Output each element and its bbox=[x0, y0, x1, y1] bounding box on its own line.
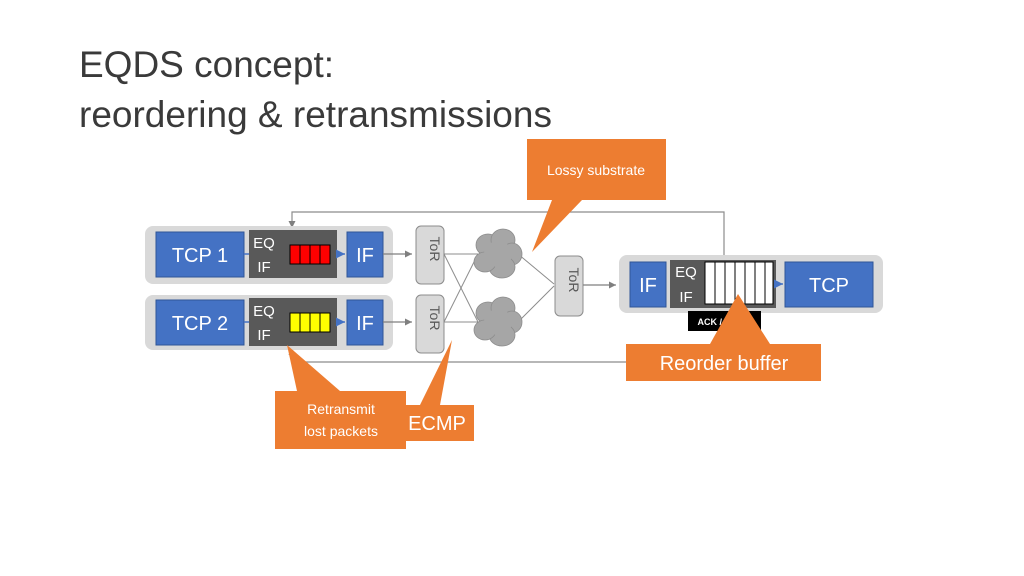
buffer-slot bbox=[764, 261, 774, 305]
queue-2-slot bbox=[289, 312, 301, 333]
reorder-buffer-slots bbox=[704, 261, 774, 305]
nic-1-box bbox=[346, 231, 384, 278]
nic-1-label: IF bbox=[356, 245, 374, 267]
receiver: IF EQ IF TCP bbox=[619, 255, 883, 313]
tor-top-label: ToR bbox=[427, 237, 443, 262]
retransmit-line-2: lost packets bbox=[304, 423, 378, 439]
eq-if-2-eq: EQ bbox=[253, 303, 275, 320]
buffer-slot bbox=[704, 261, 716, 305]
title-line-2: reordering & retransmissions bbox=[79, 94, 552, 135]
receiver-nic-box bbox=[629, 261, 667, 308]
tcp1-label: TCP 1 bbox=[172, 245, 228, 267]
ecmp-paths bbox=[443, 253, 555, 323]
tor-top: ToR bbox=[415, 225, 445, 285]
queue-1-slot bbox=[289, 244, 301, 265]
tor-receiver: ToR bbox=[554, 255, 584, 317]
cloud-bottom bbox=[473, 296, 523, 347]
receiver-if-label: IF bbox=[679, 289, 692, 306]
receiver-nic-label: IF bbox=[639, 275, 657, 297]
reorder-buffer-label: Reorder buffer bbox=[660, 353, 789, 375]
receiver-eq-label: EQ bbox=[675, 264, 697, 281]
nic-2-label: IF bbox=[356, 313, 374, 335]
queue-1-slot bbox=[319, 244, 331, 265]
queue-2-slot bbox=[309, 312, 321, 333]
buffer-slot bbox=[754, 261, 766, 305]
slide-title: EQDS concept: reordering & retransmissio… bbox=[79, 40, 552, 140]
queue-2-slot bbox=[299, 312, 311, 333]
receiver-tcp-label: TCP bbox=[809, 275, 849, 297]
queue-1-slot bbox=[299, 244, 311, 265]
tor-bottom-label: ToR bbox=[427, 306, 443, 331]
lossy-substrate-label: Lossy substrate bbox=[547, 162, 645, 178]
receiver-tcp-box bbox=[784, 261, 874, 308]
title-line-1: EQDS concept: bbox=[79, 44, 335, 85]
callout-retransmit: Retransmit lost packets bbox=[275, 345, 406, 449]
queue-1 bbox=[289, 244, 331, 265]
retransmit-line-1: Retransmit bbox=[307, 401, 375, 417]
sender-2: TCP 2 EQ IF IF bbox=[145, 295, 393, 350]
tor-bottom: ToR bbox=[415, 294, 445, 354]
eq-if-1-eq: EQ bbox=[253, 235, 275, 252]
eq-if-2-if: IF bbox=[257, 327, 270, 344]
callout-ecmp: ECMP bbox=[398, 340, 474, 441]
buffer-slot bbox=[724, 261, 736, 305]
tcp2-label: TCP 2 bbox=[172, 313, 228, 335]
queue-2-slot bbox=[319, 312, 331, 333]
tcp1-box bbox=[155, 231, 245, 278]
eq-if-1-if: IF bbox=[257, 259, 270, 276]
tor-receiver-label: ToR bbox=[566, 268, 582, 293]
buffer-slot bbox=[714, 261, 726, 305]
callout-reorder-buffer: Reorder buffer bbox=[626, 294, 821, 381]
cloud-top bbox=[473, 228, 523, 279]
sender-1: TCP 1 EQ IF IF bbox=[145, 226, 393, 284]
queue-1-slot bbox=[309, 244, 321, 265]
tcp2-box bbox=[155, 299, 245, 346]
queue-2 bbox=[289, 312, 331, 333]
buffer-slot bbox=[744, 261, 756, 305]
ecmp-label: ECMP bbox=[408, 413, 466, 435]
callout-lossy-substrate: Lossy substrate bbox=[527, 139, 666, 252]
